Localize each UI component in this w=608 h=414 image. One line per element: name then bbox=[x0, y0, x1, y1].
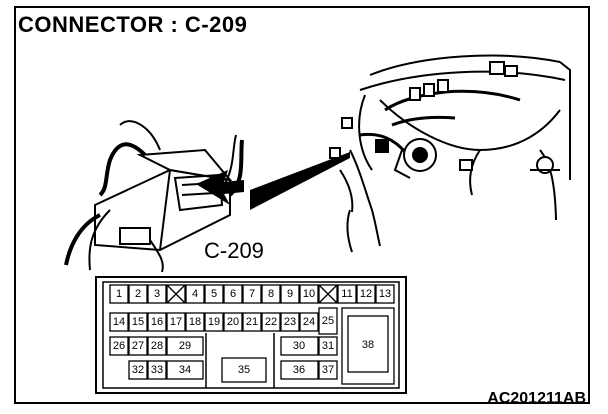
pin-label: 13 bbox=[379, 288, 391, 300]
pin-5 bbox=[204, 284, 224, 304]
pin-6 bbox=[223, 284, 243, 304]
pin-3 bbox=[147, 284, 167, 304]
direction-arrow bbox=[196, 170, 244, 205]
blank-pin-marks bbox=[166, 284, 338, 304]
pin-label: 31 bbox=[322, 340, 334, 352]
pin-20 bbox=[223, 312, 243, 332]
pin-28 bbox=[147, 336, 167, 356]
pin-label: 1 bbox=[116, 288, 122, 300]
pin-label: 8 bbox=[268, 288, 274, 300]
pin-7 bbox=[242, 284, 262, 304]
pin-22 bbox=[261, 312, 281, 332]
connector-illustration bbox=[64, 120, 244, 273]
pin-14 bbox=[109, 312, 129, 332]
pin-11 bbox=[337, 284, 357, 304]
pin-label: 6 bbox=[230, 288, 236, 300]
pin-17 bbox=[166, 312, 186, 332]
pin-label: 30 bbox=[293, 340, 305, 352]
pin-label: 9 bbox=[287, 288, 293, 300]
pin-label: 32 bbox=[132, 364, 144, 376]
pin-23 bbox=[280, 312, 300, 332]
pin-label: 16 bbox=[151, 316, 163, 328]
pin-label: 38 bbox=[362, 339, 374, 351]
pin-18 bbox=[185, 312, 205, 332]
pin-label: 33 bbox=[151, 364, 163, 376]
pin-12 bbox=[356, 284, 376, 304]
location-leader bbox=[250, 152, 350, 210]
pin-31 bbox=[318, 336, 338, 356]
pin-label: 29 bbox=[179, 340, 191, 352]
pin-1 bbox=[109, 284, 129, 304]
pin-2 bbox=[128, 284, 148, 304]
pin-label: 2 bbox=[135, 288, 141, 300]
pin-8 bbox=[261, 284, 281, 304]
pin-10 bbox=[299, 284, 319, 304]
pin-26 bbox=[109, 336, 129, 356]
pin-38-inner bbox=[347, 315, 389, 373]
pin-label: 11 bbox=[341, 288, 352, 300]
pin-4 bbox=[185, 284, 205, 304]
pin-9 bbox=[280, 284, 300, 304]
pin-15 bbox=[128, 312, 148, 332]
connector-label: C-209 bbox=[204, 238, 264, 263]
pin-label: 19 bbox=[208, 316, 220, 328]
pin-label: 26 bbox=[113, 340, 125, 352]
pin-36 bbox=[280, 360, 319, 380]
pin-34 bbox=[166, 360, 204, 380]
pin-label: 24 bbox=[303, 316, 315, 328]
pin-30 bbox=[280, 336, 319, 356]
pin-38 bbox=[341, 307, 395, 385]
pin-label: 15 bbox=[132, 316, 144, 328]
pin-label: 5 bbox=[211, 288, 217, 300]
pin-label: 14 bbox=[113, 316, 125, 328]
pin-label: 22 bbox=[265, 316, 277, 328]
pin-29 bbox=[166, 336, 204, 356]
page-title: CONNECTOR : C-209 bbox=[18, 12, 248, 37]
pin-label: 28 bbox=[151, 340, 163, 352]
pin-16 bbox=[147, 312, 167, 332]
pin-label: 36 bbox=[293, 364, 305, 376]
pin-label: 12 bbox=[360, 288, 372, 300]
pin-label: 34 bbox=[179, 364, 191, 376]
pin-label: 21 bbox=[246, 316, 258, 328]
pin-label: 10 bbox=[303, 288, 315, 300]
pin-13 bbox=[375, 284, 395, 304]
pin-label: 18 bbox=[189, 316, 201, 328]
pin-33 bbox=[147, 360, 167, 380]
pin-21 bbox=[242, 312, 262, 332]
pin-label: 27 bbox=[132, 340, 144, 352]
reference-code: AC201211AB bbox=[487, 390, 586, 407]
pin-label: 4 bbox=[192, 288, 198, 300]
pin-label: 17 bbox=[170, 316, 182, 328]
pin-32 bbox=[128, 360, 148, 380]
pin-label: 23 bbox=[284, 316, 296, 328]
pin-label: 25 bbox=[322, 315, 334, 327]
pin-label: 20 bbox=[227, 316, 239, 328]
pin-35 bbox=[221, 357, 267, 383]
pin-24 bbox=[299, 312, 319, 332]
pin-label: 35 bbox=[238, 364, 250, 376]
pin-25 bbox=[318, 307, 338, 335]
pin-19 bbox=[204, 312, 224, 332]
pin-labels: 1 2 3 4 5 6 7 8 9 10 11 12 13 14 15 16 1… bbox=[113, 288, 391, 376]
pin-label: 3 bbox=[154, 288, 160, 300]
pin-label: 37 bbox=[322, 364, 334, 376]
vehicle-wiring-illustration bbox=[329, 54, 571, 253]
pin-27 bbox=[128, 336, 148, 356]
pin-37 bbox=[318, 360, 338, 380]
pin-label: 7 bbox=[249, 288, 255, 300]
